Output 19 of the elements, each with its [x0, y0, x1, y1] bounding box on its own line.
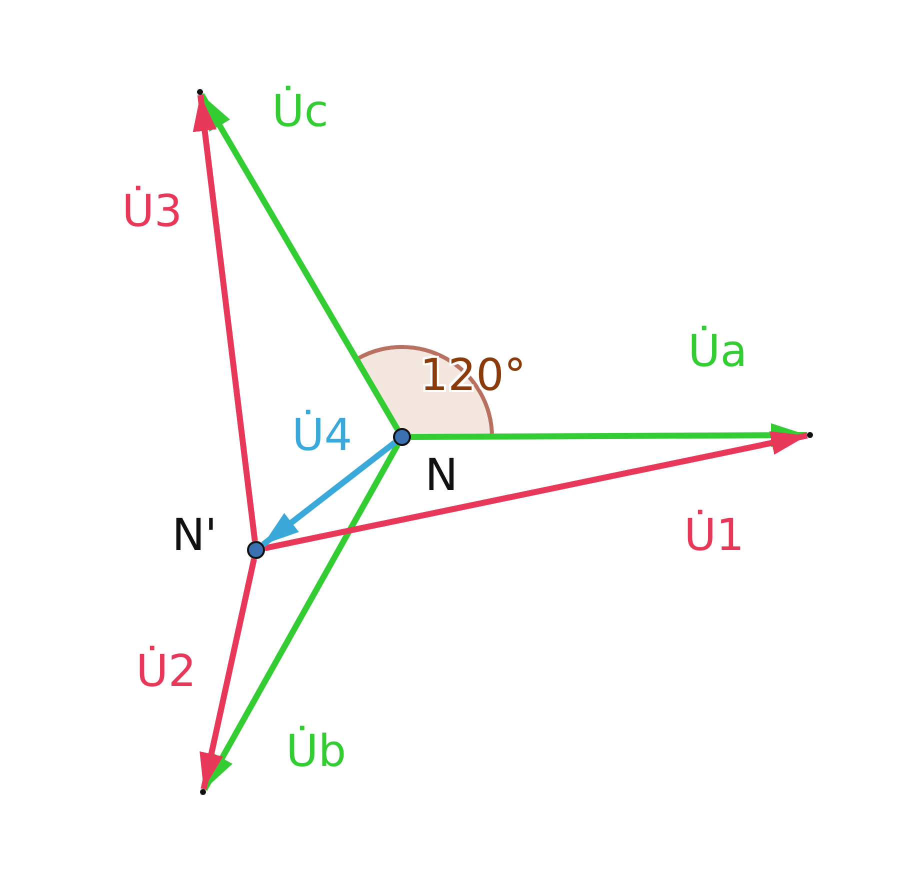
- end-point: [200, 789, 206, 795]
- phasor-arrow: [198, 93, 400, 431]
- point-label: N: [425, 452, 458, 500]
- phasor-label: U̇3: [122, 188, 182, 236]
- phasor-arrow: [261, 440, 397, 547]
- phasor-label: U̇c: [272, 88, 328, 136]
- phasor-arrow: [264, 431, 808, 552]
- phasor-label: U̇4: [292, 412, 352, 460]
- end-point: [197, 89, 203, 95]
- phasor-arrow: [192, 94, 258, 542]
- phasor-label: U̇b: [286, 728, 346, 776]
- phasor-label: U̇1: [684, 512, 744, 560]
- phasor-label: U̇2: [136, 648, 196, 696]
- point-label: N': [172, 512, 218, 560]
- node-point: [247, 541, 265, 559]
- phasor-arrow: [200, 558, 257, 790]
- phasor-label: U̇a: [688, 328, 748, 376]
- phasor-arrow: [410, 423, 808, 448]
- end-point: [807, 432, 813, 438]
